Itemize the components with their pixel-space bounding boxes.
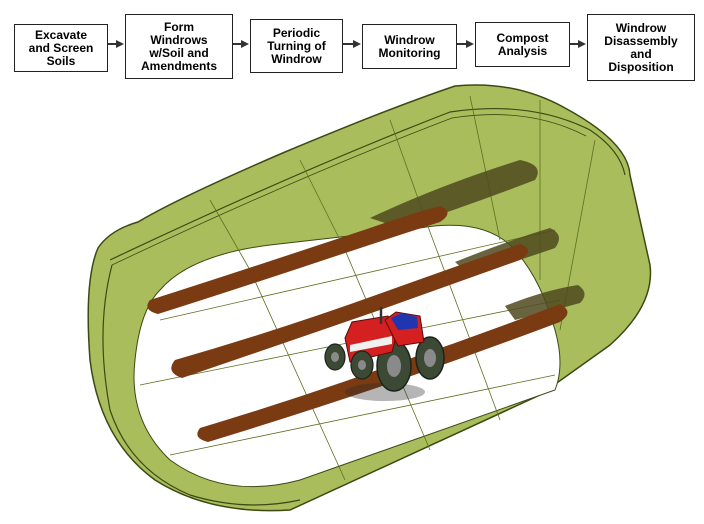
windrow-1 [147,206,448,314]
enclosure-ridge-line-inner [111,114,587,266]
enclosure-front-rim [102,264,301,506]
step-periodic-turning: Periodic Turning of Windrow [250,19,343,73]
tractor-icon [324,307,445,401]
step-compost-analysis: Compost Analysis [475,22,570,67]
windrow-2 [171,244,528,378]
step-form-windrows: Form Windrows w/Soil and Amendments [125,14,233,79]
flow-arrow-3 [343,40,361,48]
flow-arrow-4 [457,40,474,48]
flow-arrow-2 [233,40,249,48]
flow-arrow-1 [108,40,124,48]
enclosure-ridge-line [109,107,626,261]
flow-arrow-5 [570,40,586,48]
step-windrow-monitoring: Windrow Monitoring [362,24,457,69]
step-excavate-and-screen-soils: Excavate and Screen Soils [14,24,108,72]
step-windrow-disassembly: Windrow Disassembly and Disposition [587,14,695,81]
